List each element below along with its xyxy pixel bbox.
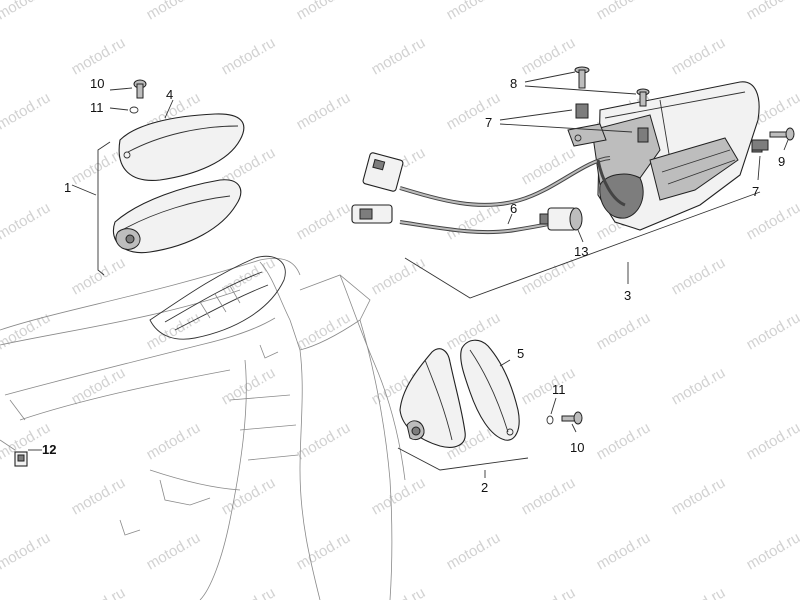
callout-4: 4 — [166, 87, 173, 102]
watermark-text: motod.ru — [669, 364, 729, 408]
bulb-socket-13 — [539, 207, 583, 231]
callout-2: 2 — [481, 480, 488, 495]
watermark-text: motod.ru — [594, 529, 654, 573]
watermark-text: motod.ru — [444, 529, 504, 573]
screw-10-top — [133, 79, 147, 99]
callout-6: 6 — [510, 201, 517, 216]
clip-12 — [14, 449, 42, 467]
watermark-text: motod.ru — [294, 199, 354, 243]
signal-lens-4 — [118, 113, 245, 181]
callout-8: 8 — [510, 76, 517, 91]
bulb-socket-icon — [125, 234, 135, 244]
bushing-7-right — [751, 139, 769, 151]
connector-lower — [351, 204, 393, 224]
washer-11-right — [546, 415, 554, 425]
watermark-text: motod.ru — [744, 529, 800, 573]
watermark-text: motod.ru — [144, 0, 204, 23]
watermark-text: motod.ru — [744, 419, 800, 463]
watermark-text: motod.ru — [519, 34, 579, 78]
watermark-text: motod.ru — [594, 309, 654, 353]
watermark-text: motod.ru — [294, 419, 354, 463]
callout-10-right: 10 — [570, 440, 584, 455]
callout-13: 13 — [574, 244, 588, 259]
watermark-text: motod.ru — [369, 474, 429, 518]
watermark-text: motod.ru — [744, 309, 800, 353]
scooter-body-outline — [0, 255, 406, 600]
watermark-text: motod.ru — [219, 584, 279, 600]
watermark-text: motod.ru — [519, 474, 579, 518]
watermark-text: motod.ru — [744, 199, 800, 243]
switch-assembly — [351, 66, 795, 299]
callout-3: 3 — [624, 288, 631, 303]
bushings-7 — [575, 103, 649, 143]
watermark-text: motod.ru — [444, 89, 504, 133]
screw-9 — [769, 127, 795, 141]
watermark-text: motod.ru — [444, 0, 504, 23]
watermark-text: motod.ru — [69, 584, 129, 600]
watermark-text: motod.ru — [144, 529, 204, 573]
screws-8 — [574, 66, 650, 107]
front-left-signal-assembly — [71, 79, 245, 276]
watermark-text: motod.ru — [294, 0, 354, 23]
watermark-text: motod.ru — [669, 474, 729, 518]
watermark-text: motod.ru — [519, 254, 579, 298]
callout-1: 1 — [64, 180, 71, 195]
watermark-text: motod.ru — [294, 309, 354, 353]
watermark-text: motod.ru — [669, 34, 729, 78]
callout-5: 5 — [517, 346, 524, 361]
watermark-text: motod.ru — [0, 199, 53, 243]
watermark-text: motod.ru — [0, 89, 53, 133]
callout-labels: 1 2 3 4 5 6 7 7 8 9 10 10 11 11 12 13 — [42, 76, 785, 495]
connector-upper — [362, 152, 404, 192]
callout-10-top: 10 — [90, 76, 104, 91]
watermark-text: motod.ru — [519, 364, 579, 408]
callout-7-top: 7 — [485, 115, 492, 130]
watermark-text: motod.ru — [294, 529, 354, 573]
watermark-text: motod.ru — [744, 0, 800, 23]
watermark-text: motod.ru — [219, 474, 279, 518]
watermark-text: motod.ru — [594, 0, 654, 23]
front-right-signal-assembly — [397, 339, 583, 478]
watermark-text: motod.ru — [0, 309, 53, 353]
watermark-text: motod.ru — [369, 584, 429, 600]
callout-12: 12 — [42, 442, 56, 457]
watermark-text: motod.ru — [294, 89, 354, 133]
washer-11-top — [129, 106, 139, 114]
watermark-text: motod.ru — [369, 254, 429, 298]
watermark-text: motod.ru — [0, 529, 53, 573]
signal-lens-5 — [460, 339, 520, 441]
callout-7-right: 7 — [752, 184, 759, 199]
watermark-text: motod.ru — [594, 419, 654, 463]
watermark-text: motod.ru — [519, 584, 579, 600]
signal-housing-1 — [112, 179, 242, 254]
callout-11-right: 11 — [552, 382, 566, 397]
watermark-text: motod.ru — [144, 419, 204, 463]
screw-10-right — [561, 411, 583, 425]
watermark-text: motod.ru — [69, 34, 129, 78]
callout-11-top: 11 — [90, 100, 104, 115]
watermark-text: motod.ru — [219, 34, 279, 78]
watermark-text: motod.ru — [369, 34, 429, 78]
watermark-text: motod.ru — [519, 144, 579, 188]
watermark-text: motod.ru — [69, 474, 129, 518]
callout-9: 9 — [778, 154, 785, 169]
watermark-text: motod.ru — [669, 254, 729, 298]
watermark-text: motod.ru — [0, 0, 53, 23]
watermark-text: motod.ru — [669, 584, 729, 600]
